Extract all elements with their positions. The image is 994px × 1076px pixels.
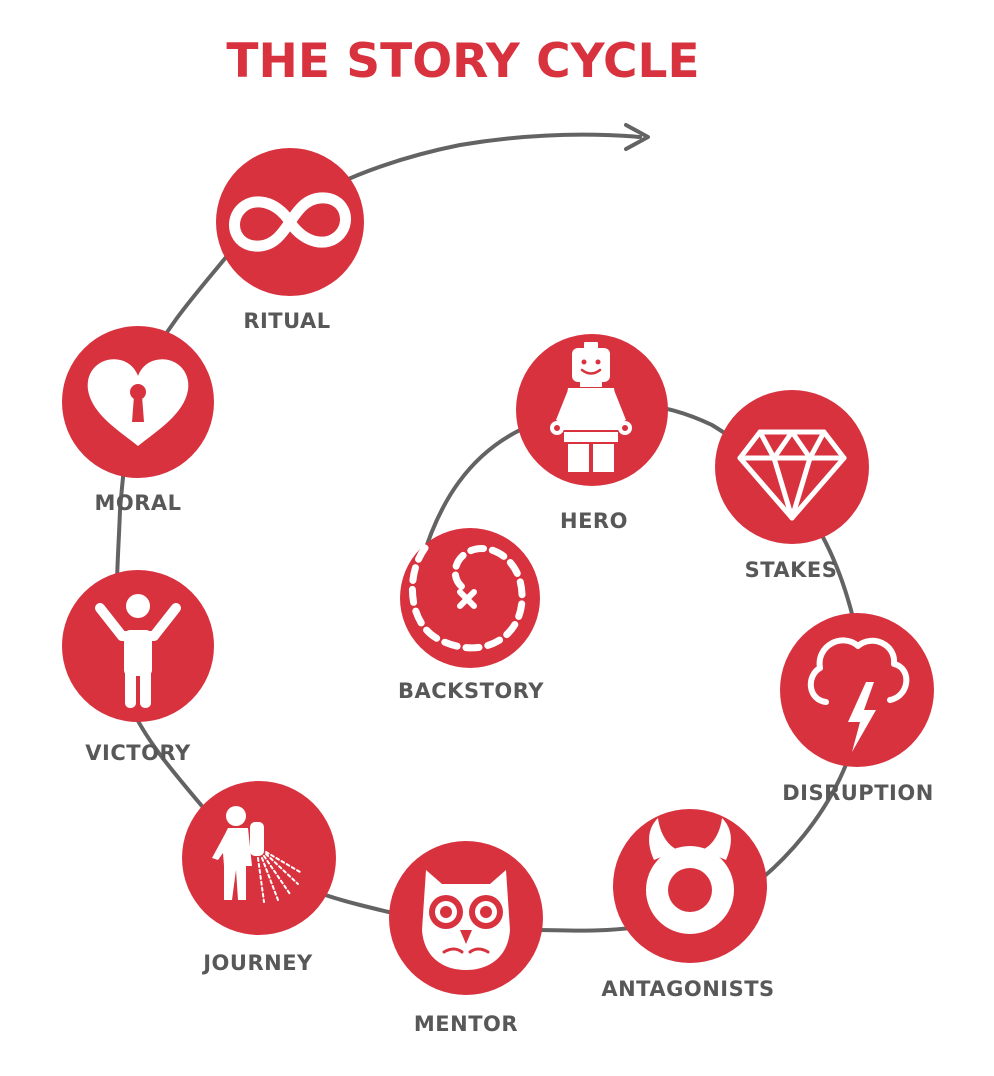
step-stakes: STAKES [715, 390, 869, 582]
step-antagonists: ANTAGONISTS [601, 809, 774, 1001]
stakes-circle [715, 390, 869, 544]
treasure-map-path-icon [409, 544, 526, 652]
victory-label: VICTORY [85, 741, 191, 765]
ritual-label: RITUAL [243, 309, 330, 333]
disruption-circle [780, 613, 934, 767]
backstory-label: BACKSTORY [398, 679, 544, 703]
step-disruption: DISRUPTION [780, 613, 934, 805]
heart-keyhole-icon [87, 359, 189, 446]
step-mentor: MENTOR [389, 841, 543, 1036]
step-backstory: BACKSTORY [398, 528, 544, 703]
spiral-arrowhead [624, 123, 650, 151]
mentor-label: MENTOR [414, 1012, 518, 1036]
lego-figure-icon [550, 342, 632, 472]
storm-cloud-lightning-icon [808, 637, 910, 752]
step-journey: JOURNEY [182, 781, 336, 975]
arms-raised-person-icon [95, 594, 181, 708]
hero-label: HERO [560, 509, 628, 533]
diagram-title: THE STORY CYCLE [226, 34, 699, 89]
step-moral: MORAL [62, 326, 214, 515]
jetpack-person-icon [212, 806, 301, 903]
moral-label: MORAL [94, 491, 181, 515]
step-hero: HERO [516, 334, 668, 533]
infinity-icon [229, 192, 351, 252]
step-ritual: RITUAL [216, 148, 364, 333]
diamond-icon [737, 429, 847, 521]
antagonists-label: ANTAGONISTS [601, 977, 774, 1001]
horned-monster-icon [646, 818, 734, 934]
step-victory: VICTORY [62, 570, 214, 765]
disruption-label: DISRUPTION [782, 781, 934, 805]
owl-icon [422, 870, 510, 970]
stakes-label: STAKES [745, 558, 838, 582]
journey-label: JOURNEY [201, 951, 313, 975]
